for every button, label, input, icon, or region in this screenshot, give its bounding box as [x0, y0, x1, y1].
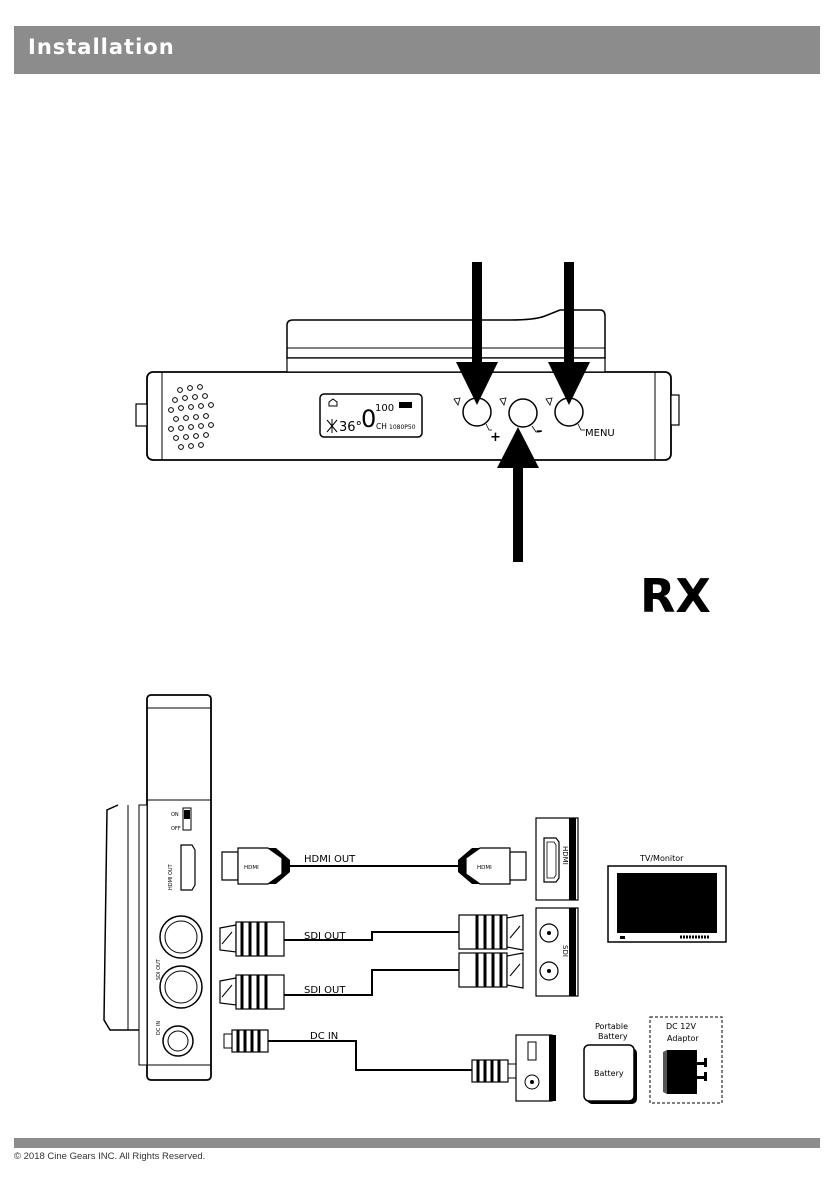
- hdmi-port-panel: HDMI: [536, 818, 578, 900]
- rx-label: RX: [640, 569, 711, 623]
- battery-icon: [399, 402, 412, 408]
- dc-port-panel: [516, 1035, 556, 1101]
- cable-label-sdi-out-2: SDI OUT: [304, 985, 346, 996]
- lcd-format: 1080P50: [389, 424, 416, 431]
- lcd-signal: 100: [375, 403, 394, 414]
- rx-connections-figure: ON OFF HDMI OUT SDI OUT DC IN HDMI HDMI …: [0, 640, 835, 1120]
- sdi-cable-1: [220, 915, 523, 956]
- hdmi-cable: HDMI HDMI: [222, 848, 526, 884]
- switch-on-label: ON: [171, 812, 179, 818]
- tv-label: TV/Monitor: [639, 854, 684, 863]
- lcd-channel-number: 0: [361, 405, 376, 433]
- cable-label-hdmi-out: HDMI OUT: [304, 854, 356, 865]
- switch-off-label: OFF: [171, 826, 181, 832]
- portable-battery-label-2: Battery: [598, 1032, 628, 1041]
- sdi-port-label: SDI: [561, 945, 569, 957]
- battery-bracket: [287, 310, 605, 358]
- plus-label: +: [490, 430, 501, 445]
- power-adaptor-icon: [663, 1050, 707, 1094]
- portable-battery-label-1: Portable: [595, 1022, 628, 1031]
- sdi-cable-2: [220, 953, 523, 1009]
- hdmi-port-label: HDMI: [561, 846, 569, 865]
- battery-text: Battery: [594, 1069, 624, 1078]
- footer-bar: [14, 1138, 820, 1148]
- hdmi-plug-label-right: HDMI: [477, 865, 492, 871]
- minus-label: –: [536, 424, 543, 439]
- hdmi-port-device: [181, 845, 195, 890]
- lcd-ch-label: CH: [376, 422, 387, 431]
- cable-label-dc-in: DC IN: [310, 1031, 338, 1042]
- minus-button[interactable]: [509, 399, 537, 427]
- sdi-port-2: [160, 966, 202, 1008]
- hdmi-plug-label-left: HDMI: [244, 865, 259, 871]
- copyright-text: © 2018 Cine Gears INC. All Rights Reserv…: [14, 1151, 205, 1162]
- side-label-sdi-out: SDI OUT: [156, 958, 162, 980]
- sdi-port-panel: SDI: [536, 908, 578, 996]
- tv-monitor-icon: [608, 866, 726, 942]
- cable-label-sdi-out-1: SDI OUT: [304, 931, 346, 942]
- dc-cable: [224, 1030, 516, 1082]
- side-label-dc-in: DC IN: [156, 1021, 162, 1035]
- adaptor-label-2: Adaptor: [667, 1034, 699, 1043]
- adaptor-label-1: DC 12V: [666, 1022, 696, 1031]
- rx-top-view-figure: 36° 0 100 CH 1080P50 + – MENU RX: [0, 0, 835, 640]
- sdi-port-1: [160, 916, 202, 958]
- menu-label: MENU: [585, 428, 615, 439]
- side-label-hdmi-out: HDMI OUT: [168, 863, 174, 890]
- lcd-temp: 36°: [339, 420, 362, 435]
